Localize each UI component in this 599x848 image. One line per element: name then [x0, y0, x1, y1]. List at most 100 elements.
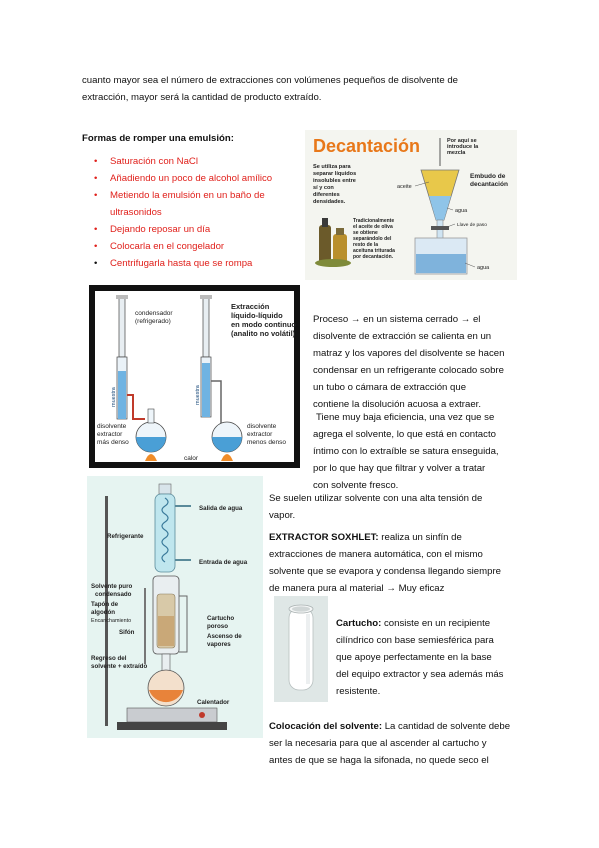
svg-text:muestra: muestra: [111, 386, 117, 407]
decantacion-pointer-lines: [414, 181, 476, 268]
list-item: •Centrifugarla hasta que se rompa: [82, 255, 297, 272]
svg-text:densidades.: densidades.: [313, 199, 346, 205]
right-apparatus-icon: [200, 295, 243, 461]
list-item: •Saturación con NaCl: [82, 153, 297, 170]
svg-text:insolubles entre: insolubles entre: [313, 178, 356, 184]
svg-text:disolvente: disolvente: [247, 423, 277, 430]
svg-text:agua: agua: [455, 208, 468, 214]
svg-text:(refrigerado): (refrigerado): [135, 318, 171, 325]
svg-text:solvente + extraído: solvente + extraído: [91, 663, 147, 670]
cartucho-line: resistente.: [336, 686, 381, 697]
colocacion-line: ser la necesaria para que al ascender al…: [269, 738, 487, 749]
svg-text:Entrada de agua: Entrada de agua: [199, 559, 248, 566]
colocacion-line: antes de que se haga la sifonada, no que…: [269, 755, 489, 766]
svg-text:diferentes: diferentes: [313, 192, 340, 198]
svg-text:calor: calor: [184, 455, 199, 462]
proceso-paragraph: Proceso → en un sistema cerrado → el dis…: [313, 311, 543, 413]
proceso-line: matraz y los vapores del disolvente se h…: [313, 348, 505, 359]
colocacion-label: Colocación del solvente:: [269, 721, 383, 732]
colocacion-paragraph: Colocación del solvente: La cantidad de …: [269, 718, 549, 769]
svg-text:Solvente puro: Solvente puro: [91, 583, 132, 590]
olive-bottles-icon: [315, 218, 351, 267]
svg-text:Encanchamiento: Encanchamiento: [91, 618, 131, 624]
tension-paragraph: Se suelen utilizar solvente con una alta…: [269, 490, 539, 524]
soxhlet-line: de manera pura al material → Muy eficaz: [269, 583, 445, 594]
list-item: •Añadiendo un poco de alcohol amílico: [82, 170, 297, 187]
svg-text:separar líquidos: separar líquidos: [313, 171, 356, 177]
soxhlet-fig-labels: Salida de agua Refrigerante Entrada de a…: [91, 505, 248, 706]
tension-line: Se suelen utilizar solvente con una alta…: [269, 493, 483, 504]
decantacion-left-text: Se utiliza para separar líquidos insolub…: [313, 164, 356, 205]
liquid-fig-labels: condensador (refrigerado) Extracción líq…: [97, 302, 296, 462]
intro-line-1: cuanto mayor sea el número de extraccion…: [82, 75, 458, 86]
intro-paragraph: cuanto mayor sea el número de extraccion…: [82, 72, 458, 106]
intro-line-2: extracción, mayor será la cantidad de pr…: [82, 92, 322, 103]
svg-text:resto de la: resto de la: [353, 242, 378, 248]
svg-text:poroso: poroso: [207, 623, 228, 630]
soxhlet-line: extracciones de manera automática, con e…: [269, 549, 483, 560]
cartucho-line: que apoye perfectamente en la base: [336, 652, 492, 663]
svg-text:agua: agua: [477, 265, 490, 271]
thimble-icon: [288, 604, 314, 691]
svg-text:vapores: vapores: [207, 641, 231, 648]
cartucho-line: del equipo extractor y sea además más: [336, 669, 504, 680]
colocacion-line: Colocación del solvente: La cantidad de …: [269, 721, 511, 732]
proceso-line: Proceso → en un sistema cerrado → el: [313, 314, 481, 325]
proceso-line: contiene la disolución acuosa a extraer.: [313, 399, 481, 410]
soxhlet-apparatus-icon: [105, 483, 227, 730]
svg-text:(analito no volátil): (analito no volátil): [231, 329, 296, 338]
cartucho-paragraph: Cartucho: consiste en un recipiente cilí…: [336, 615, 546, 700]
proceso-line: disolvente de extracción se calienta en …: [313, 331, 492, 342]
list-item: •Colocarla en el congelador: [82, 238, 297, 255]
soxhlet-figure: Salida de agua Refrigerante Entrada de a…: [87, 476, 263, 738]
eficiencia-paragraph: Tiene muy baja eficiencia, una vez que s…: [313, 409, 543, 494]
svg-text:Por aquí se: Por aquí se: [447, 138, 477, 144]
svg-text:Tradicionalmente: Tradicionalmente: [353, 218, 394, 224]
bullet-icon: •: [94, 224, 98, 235]
svg-text:menos denso: menos denso: [247, 439, 286, 446]
decantacion-figure: Decantación Se utiliza para separar líqu…: [305, 130, 517, 280]
svg-text:disolvente: disolvente: [97, 423, 127, 430]
decantacion-bottom-text: Tradicionalmente el aceite de oliva se o…: [353, 218, 395, 260]
svg-text:Llave de paso: Llave de paso: [457, 222, 487, 228]
svg-text:Extracción: Extracción: [231, 302, 270, 311]
cartucho-line: Cartucho: consiste en un recipiente: [336, 618, 491, 629]
eficiencia-line: con solvente fresco.: [313, 480, 399, 491]
svg-text:el aceite de oliva: el aceite de oliva: [353, 224, 393, 230]
cartucho-line: cilíndrico con base semiesférica para: [336, 635, 494, 646]
svg-text:Calentador: Calentador: [197, 699, 230, 706]
svg-text:condensador: condensador: [135, 310, 173, 317]
list-item: •Metiendo la emulsión en un baño de: [82, 187, 297, 204]
bullet-icon: •: [94, 156, 98, 167]
svg-text:líquido-líquido: líquido-líquido: [231, 311, 283, 320]
decantacion-title: Decantación: [313, 136, 420, 156]
svg-text:más denso: más denso: [97, 439, 129, 446]
svg-text:Tapón de: Tapón de: [91, 601, 119, 608]
svg-text:introduce la: introduce la: [447, 144, 479, 150]
svg-text:Sifón: Sifón: [119, 629, 135, 636]
cartucho-photo: [274, 596, 328, 702]
soxhlet-line: EXTRACTOR SOXHLET: realiza un sinfín de: [269, 532, 462, 543]
svg-text:sí y con: sí y con: [313, 185, 334, 191]
cartucho-label: Cartucho:: [336, 618, 382, 629]
svg-text:aceite: aceite: [397, 184, 412, 190]
tension-line: vapor.: [269, 510, 296, 521]
proceso-line: un tubo o cámara de extracción que: [313, 382, 467, 393]
proceso-line: condensar en un refrigerante colocado so…: [313, 365, 504, 376]
svg-text:separándolo del: separándolo del: [353, 236, 392, 242]
eficiencia-line: agrega el solvente, lo que está en conta…: [313, 429, 496, 440]
svg-text:muestra: muestra: [195, 384, 201, 405]
svg-text:extractor: extractor: [97, 431, 123, 438]
eficiencia-line: Tiene muy baja eficiencia, una vez que s…: [316, 412, 495, 423]
svg-text:algodón: algodón: [91, 609, 115, 616]
bullet-icon: •: [94, 241, 98, 252]
svg-text:Regreso del: Regreso del: [91, 655, 127, 662]
svg-text:Cartucho: Cartucho: [207, 615, 234, 622]
svg-text:Se utiliza para: Se utiliza para: [313, 164, 352, 170]
svg-text:mezcla: mezcla: [447, 150, 466, 156]
muestra-labels: muestra muestra: [111, 384, 201, 407]
svg-text:decantación: decantación: [470, 181, 508, 188]
list-item: •Dejando reposar un día: [82, 221, 297, 238]
svg-text:Embudo de: Embudo de: [470, 173, 506, 180]
soxhlet-line: solvente que se evapora y condensa llega…: [269, 566, 502, 577]
